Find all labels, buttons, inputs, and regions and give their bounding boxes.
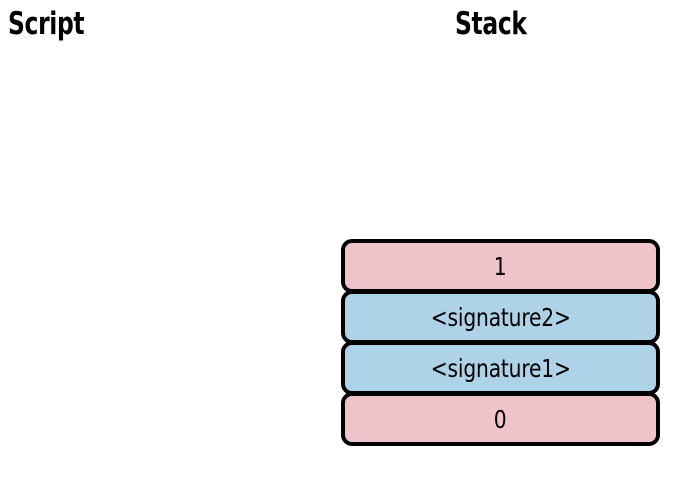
stack-item: 0 <box>341 392 660 446</box>
stack-item: <signature2> <box>341 290 660 344</box>
stack-item-label: 0 <box>494 404 507 434</box>
stack-column: 1 <signature2> <signature1> 0 <box>341 239 660 446</box>
stack-item-label: <signature2> <box>430 302 571 332</box>
script-column-header: Script <box>8 6 85 42</box>
stack-item: 1 <box>341 239 660 293</box>
stack-item-label: 1 <box>494 251 507 281</box>
stack-item-label: <signature1> <box>430 353 571 383</box>
script-column <box>0 55 330 475</box>
stack-item: <signature1> <box>341 341 660 395</box>
stack-column-header: Stack <box>455 6 527 42</box>
